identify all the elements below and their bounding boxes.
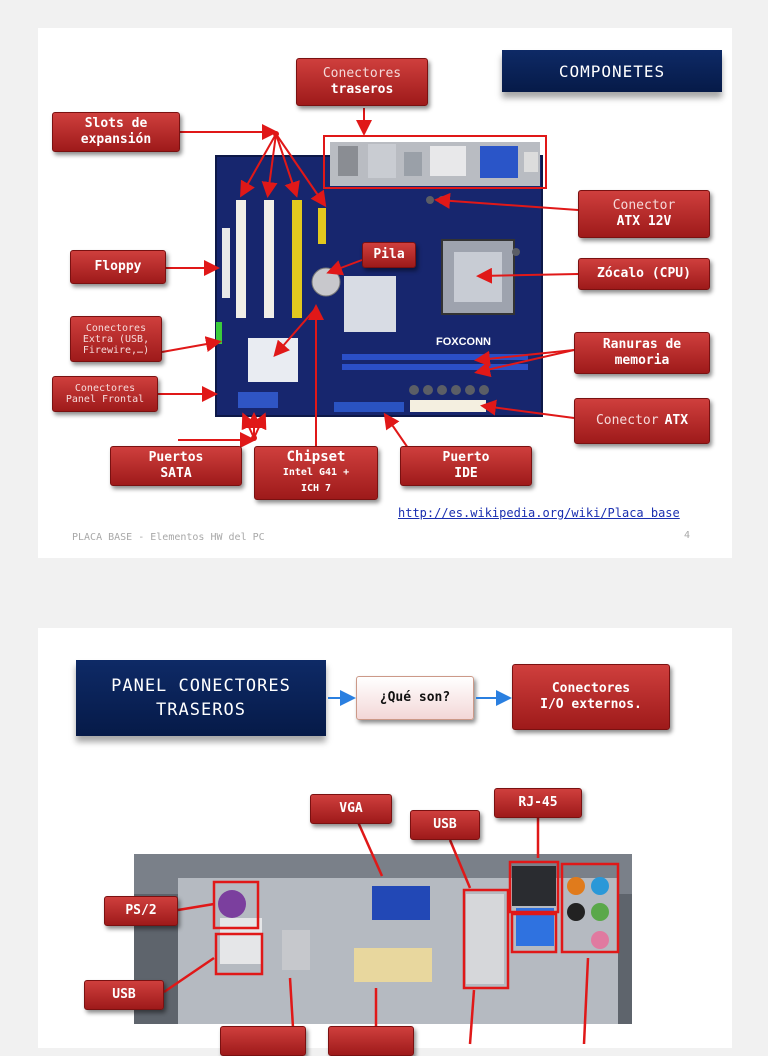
- label-expansion-slots: Slots de expansión: [52, 112, 180, 152]
- label-pila: Pila: [362, 242, 416, 268]
- rear-panel-title-l2: TRASEROS: [156, 700, 246, 720]
- question-box: ¿Qué son?: [356, 676, 474, 720]
- label-front-l1: Conectores: [74, 383, 136, 394]
- label-chipset-l2: Intel G41 +: [282, 467, 350, 478]
- label-chipset-l3: ICH 7: [300, 483, 332, 494]
- label-ide-l1: Puerto: [442, 450, 490, 465]
- board-brand-label: FOXCONN: [436, 336, 491, 348]
- label-atx12v-l2: ATX 12V: [616, 214, 672, 229]
- slide-rear-panel: PANEL CONECTORES TRASEROS ¿Qué son? Cone…: [38, 628, 732, 1056]
- wikipedia-link[interactable]: http://es.wikipedia.org/wiki/Placa base: [398, 506, 680, 520]
- label-usb-top: USB: [410, 810, 480, 840]
- label-atx: Conector ATX: [574, 398, 710, 444]
- label-vga: VGA: [310, 794, 392, 824]
- rear-panel-title-l1: PANEL CONECTORES: [111, 676, 291, 696]
- flow-arrows: [328, 690, 512, 706]
- label-ide: Puerto IDE: [400, 446, 532, 486]
- label-memory-l1: Ranuras de: [602, 337, 682, 352]
- label-rear-connectors-l2: traseros: [330, 82, 394, 97]
- label-ide-l2: IDE: [454, 466, 478, 481]
- label-usb-left: USB: [84, 980, 164, 1010]
- label-ps2: PS/2: [104, 896, 178, 926]
- label-cut-2: [328, 1026, 414, 1056]
- components-title: COMPONETES: [502, 50, 722, 92]
- label-sata-l2: SATA: [160, 466, 192, 481]
- rear-panel-title: PANEL CONECTORES TRASEROS: [76, 660, 326, 736]
- rear-io-photo: [134, 806, 632, 1045]
- label-atx12v: Conector ATX 12V: [578, 190, 710, 238]
- label-slots-l2: expansión: [80, 132, 152, 147]
- label-front-l2: Panel Frontal: [65, 394, 145, 405]
- label-front-panel: Conectores Panel Frontal: [52, 376, 158, 412]
- answer-l1: Conectores: [551, 681, 631, 696]
- page-number: 4: [684, 530, 691, 541]
- label-memory-slots: Ranuras de memoria: [574, 332, 710, 374]
- answer-l2: I/O externos.: [540, 697, 642, 712]
- label-atx12v-l1: Conector: [612, 198, 676, 213]
- label-floppy: Floppy: [70, 250, 166, 284]
- label-atx-l1: Conector: [595, 413, 659, 428]
- label-chipset: Chipset Intel G41 + ICH 7: [254, 446, 378, 500]
- label-rear-connectors: Conectores traseros: [296, 58, 428, 106]
- label-sata-l1: Puertos: [148, 450, 204, 465]
- label-memory-l2: memoria: [614, 353, 670, 368]
- slide-footer: PLACA BASE - Elementos HW del PC: [72, 532, 265, 543]
- label-extra-l2: Extra (USB,: [82, 333, 150, 345]
- label-extra-l1: Conectores: [85, 322, 147, 334]
- label-cut-1: [220, 1026, 306, 1056]
- arrows-layer: [158, 108, 579, 449]
- slide-components: FOXCONN: [38, 28, 732, 558]
- label-rj45: RJ-45: [494, 788, 582, 818]
- label-extra-l3: Firewire,…): [82, 344, 150, 356]
- label-sata: Puertos SATA: [110, 446, 242, 486]
- label-slots-l1: Slots de: [84, 116, 148, 131]
- label-rear-connectors-l1: Conectores: [322, 66, 402, 81]
- label-cpu-socket: Zócalo (CPU): [578, 258, 710, 290]
- answer-box: Conectores I/O externos.: [512, 664, 670, 730]
- label-chipset-l1: Chipset: [286, 449, 346, 465]
- label-atx-l2: ATX: [664, 413, 689, 428]
- label-extra-connectors: Conectores Extra (USB, Firewire,…): [70, 316, 162, 362]
